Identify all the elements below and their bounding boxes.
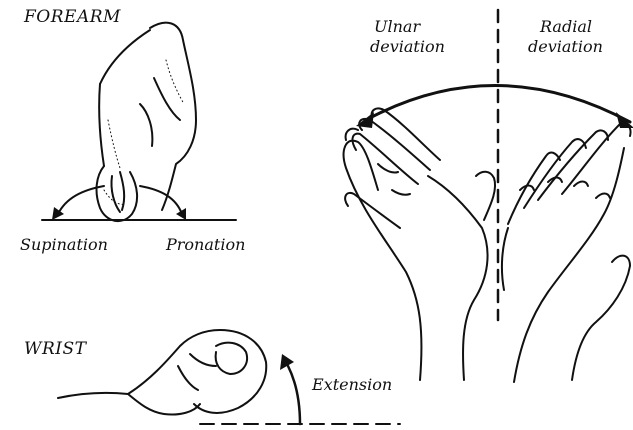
pronation-arrow	[140, 186, 182, 214]
radial-deviation-label-line2: deviation	[528, 38, 603, 56]
radial-deviation-label-line1: Radial	[540, 18, 592, 36]
pronation-label: Pronation	[166, 236, 245, 254]
ulnar-arrowhead	[356, 112, 374, 128]
ulnar-deviated-hand	[344, 108, 495, 380]
forearm-figure	[97, 23, 196, 221]
wrist-title: WRIST	[24, 340, 86, 360]
forearm-title: FOREARM	[24, 8, 121, 28]
extension-label: Extension	[312, 376, 392, 394]
wrist-hand-figure	[58, 330, 266, 415]
ulnar-deviation-label-line2: deviation	[370, 38, 445, 56]
ulnar-deviation-label-line1: Ulnar	[374, 18, 420, 36]
supination-label: Supination	[20, 236, 108, 254]
radial-deviated-hand	[502, 124, 631, 382]
extension-arrow	[288, 366, 300, 424]
extension-arrowhead	[280, 354, 294, 370]
